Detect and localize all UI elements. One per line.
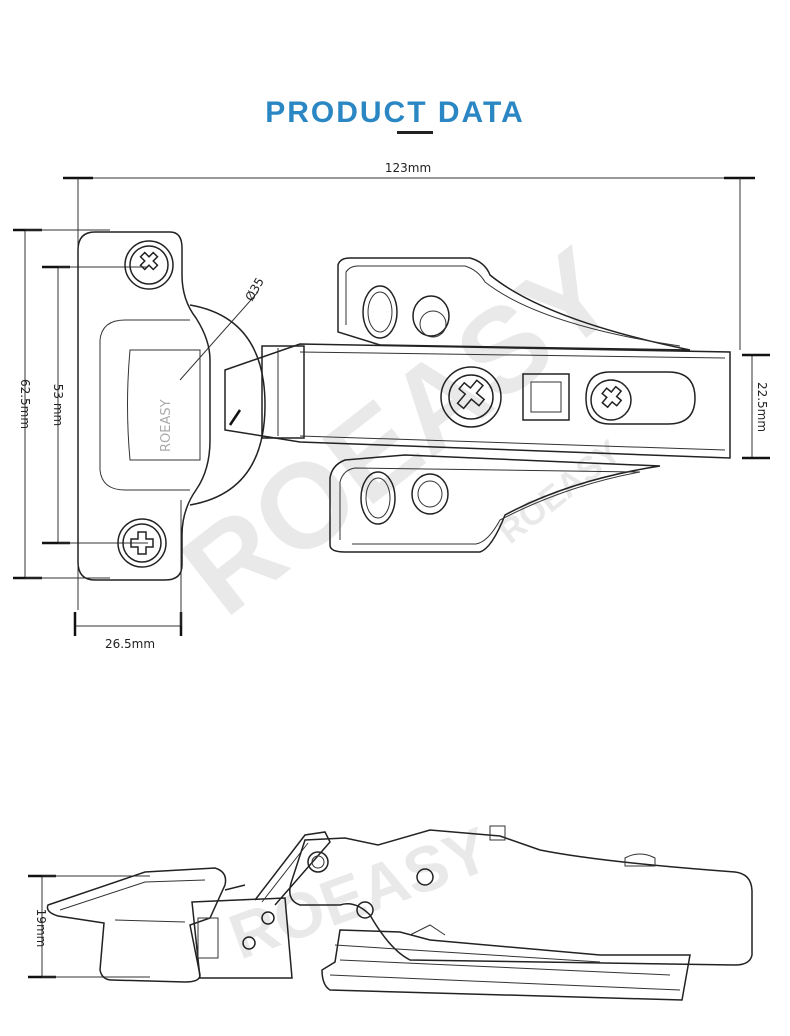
svg-text:ROEASY: ROEASY (220, 813, 499, 973)
hinge-side-view (46, 825, 753, 1001)
hinge-arm (224, 343, 731, 459)
svg-text:ROEASY: ROEASY (159, 399, 174, 452)
wing-upper (337, 257, 691, 351)
svg-text:ROEASY: ROEASY (159, 223, 641, 641)
dim-base-width: 26.5mm (73, 500, 183, 651)
dim-base-width-label: 26.5mm (105, 637, 155, 651)
title-underline (397, 131, 433, 134)
dim-arm-height-label: 22.5mm (755, 382, 769, 432)
wing-lower (329, 454, 661, 553)
watermark-top: ROEASY ROEASY (159, 223, 641, 641)
dim-cup-diameter: Ø35 (179, 275, 267, 381)
dim-hole-spacing: 53 mm (42, 265, 148, 545)
hinge-cup (189, 304, 266, 506)
mounting-plate: ROEASY (77, 231, 211, 581)
page-title: PRODUCT DATA (265, 96, 525, 129)
dim-width-label: 123mm (385, 161, 431, 175)
screw-bottom (117, 518, 167, 568)
dim-height-label: 62.5mm (18, 379, 32, 429)
dim-height-total: 62.5mm (13, 228, 110, 580)
dim-cup-diameter-label: Ø35 (242, 275, 266, 303)
watermark-bottom: ROEASY (220, 813, 499, 973)
dim-arm-height: 22.5mm (742, 353, 770, 460)
dim-side-height-label: 19mm (34, 909, 48, 948)
screw-top (124, 240, 174, 290)
dim-hole-spacing-label: 53 mm (51, 384, 65, 426)
